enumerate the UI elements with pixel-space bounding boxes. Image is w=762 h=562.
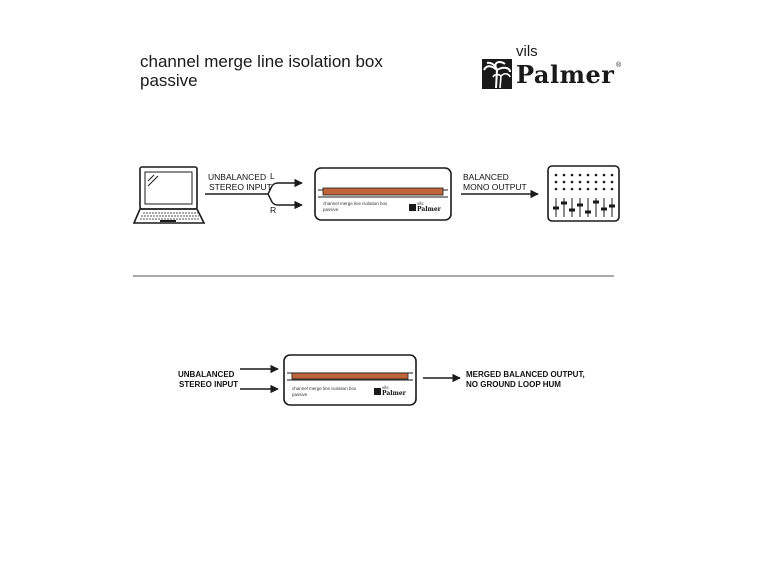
top-device-logo-icon [409,204,416,211]
title-line-1: channel merge line isolation box [140,52,383,71]
channel-l-label: L [270,171,275,181]
top-isolation-box: channel merge line isolation box passive… [314,167,452,221]
top-input-label-1: UNBALANCED [208,172,266,182]
top-input-cables [205,178,303,210]
page-title: channel merge line isolation box passive [140,52,383,90]
top-device-logo: Palmer [417,206,442,213]
bottom-device-text-2: passive [292,392,308,397]
bottom-device-logo-icon [374,388,381,395]
logo-registered-mark: ® [616,62,622,69]
bottom-input-label-1: UNBALANCED [178,370,235,379]
top-output-label-2: MONO OUTPUT [463,182,527,192]
logo-name: Palmer [516,60,615,89]
top-output-label-1: BALANCED [463,172,509,182]
top-device-strip [322,187,444,196]
top-device-text-1: channel merge line isolation box [323,201,388,206]
top-input-label-2: STEREO INPUT [209,182,272,192]
bottom-device-logo-prefix: vils [382,385,389,390]
logo-prefix: vils [516,43,538,60]
laptop-icon [132,166,206,224]
bottom-device-strip [291,372,409,380]
bottom-output-label-2: NO GROUND LOOP HUM [466,380,561,389]
top-device-logo-prefix: vils [417,201,424,206]
bottom-output-label-1: MERGED BALANCED OUTPUT, [466,370,585,379]
mixing-console-icon [547,165,620,222]
bottom-input-label-2: STEREO INPUT [179,380,238,389]
palm-tree-icon [482,59,512,89]
bottom-device-text-1: channel merge line isolation box [292,386,357,391]
channel-r-label: R [270,205,276,215]
bottom-device-logo: Palmer [382,390,407,397]
title-line-2: passive [140,71,198,90]
top-device-text-2: passive [323,207,339,212]
bottom-isolation-box: channel merge line isolation box passive… [283,354,417,406]
